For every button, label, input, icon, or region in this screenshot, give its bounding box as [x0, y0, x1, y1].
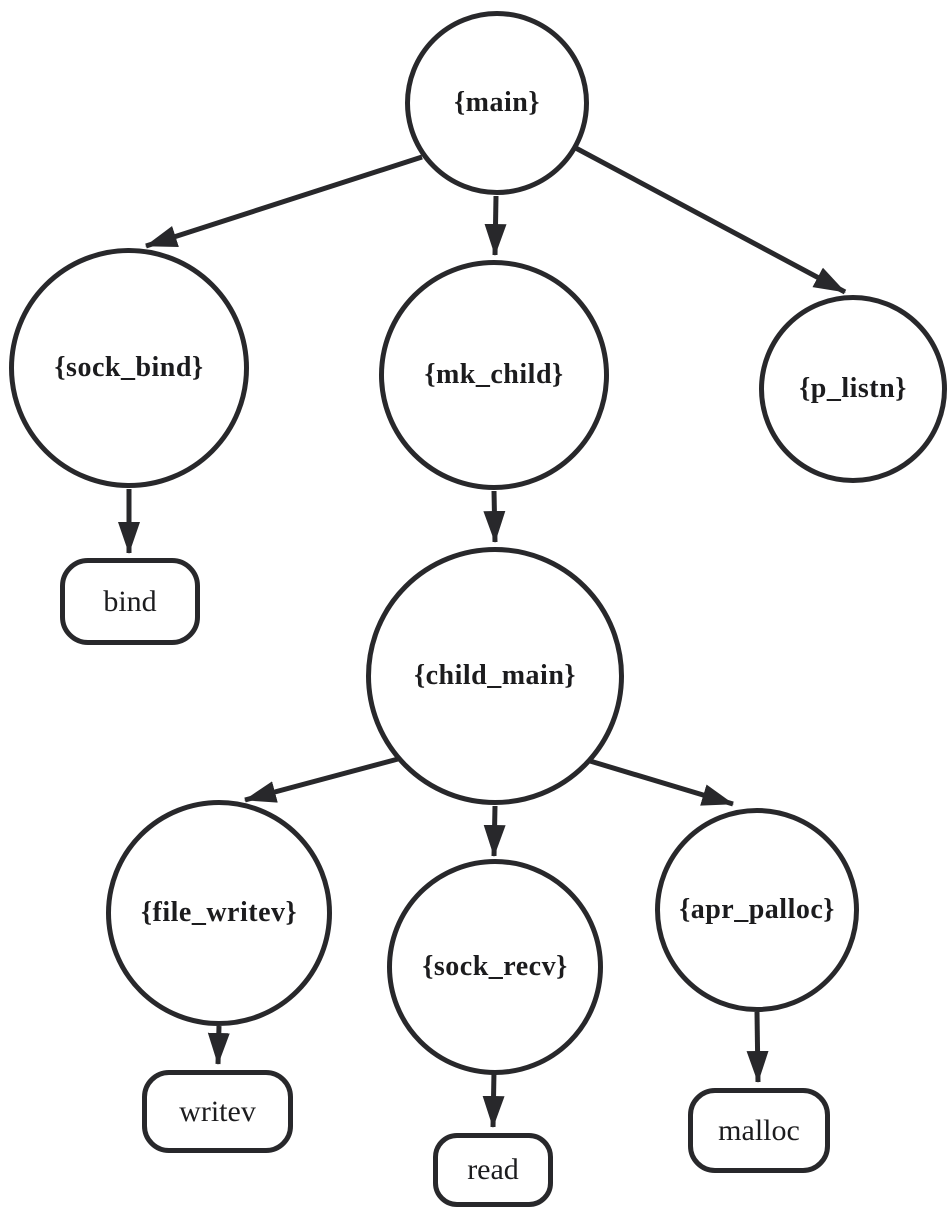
node-bind-label: bind — [103, 584, 157, 618]
node-writev: writev — [142, 1070, 293, 1153]
edge-apr_palloc-to-malloc — [746, 1011, 769, 1083]
node-file-writev-label: {file_writev} — [140, 897, 298, 928]
node-file-writev: {file_writev} — [106, 800, 332, 1026]
node-p-listn-label: {p_listn} — [799, 373, 907, 404]
node-sock-bind-label: {sock_bind} — [54, 352, 204, 383]
node-main: {main} — [405, 11, 589, 195]
node-sock-recv-label: {sock_recv} — [422, 951, 568, 982]
node-child-main: {child_main} — [366, 547, 624, 805]
node-malloc-label: malloc — [718, 1113, 800, 1147]
edge-main-to-p_listn — [570, 143, 847, 295]
node-malloc: malloc — [688, 1088, 830, 1173]
edge-main-to-mk_child — [484, 195, 507, 256]
edge-file_writev-to-writev — [207, 1025, 230, 1065]
node-writev-label: writev — [179, 1094, 256, 1128]
node-child-main-label: {child_main} — [414, 660, 576, 691]
edge-sock_recv-to-read — [482, 1070, 505, 1128]
node-sock-bind: {sock_bind} — [9, 248, 249, 488]
node-apr-palloc-label: {apr_palloc} — [679, 894, 835, 925]
edge-child_main-to-file_writev — [244, 756, 399, 803]
node-mk-child: {mk_child} — [379, 260, 609, 490]
node-sock-recv: {sock_recv} — [387, 859, 603, 1075]
edge-main-to-sock_bind — [145, 154, 423, 249]
edge-child_main-to-sock_recv — [483, 805, 506, 857]
node-apr-palloc: {apr_palloc} — [655, 808, 859, 1012]
node-read-label: read — [467, 1153, 519, 1186]
edge-child_main-to-apr_palloc — [589, 758, 734, 807]
edge-mk_child-to-child_main — [483, 490, 506, 543]
node-main-label: {main} — [454, 87, 540, 118]
node-mk-child-label: {mk_child} — [424, 359, 564, 390]
node-p-listn: {p_listn} — [759, 295, 947, 483]
node-read: read — [433, 1133, 553, 1207]
node-bind: bind — [60, 558, 200, 645]
